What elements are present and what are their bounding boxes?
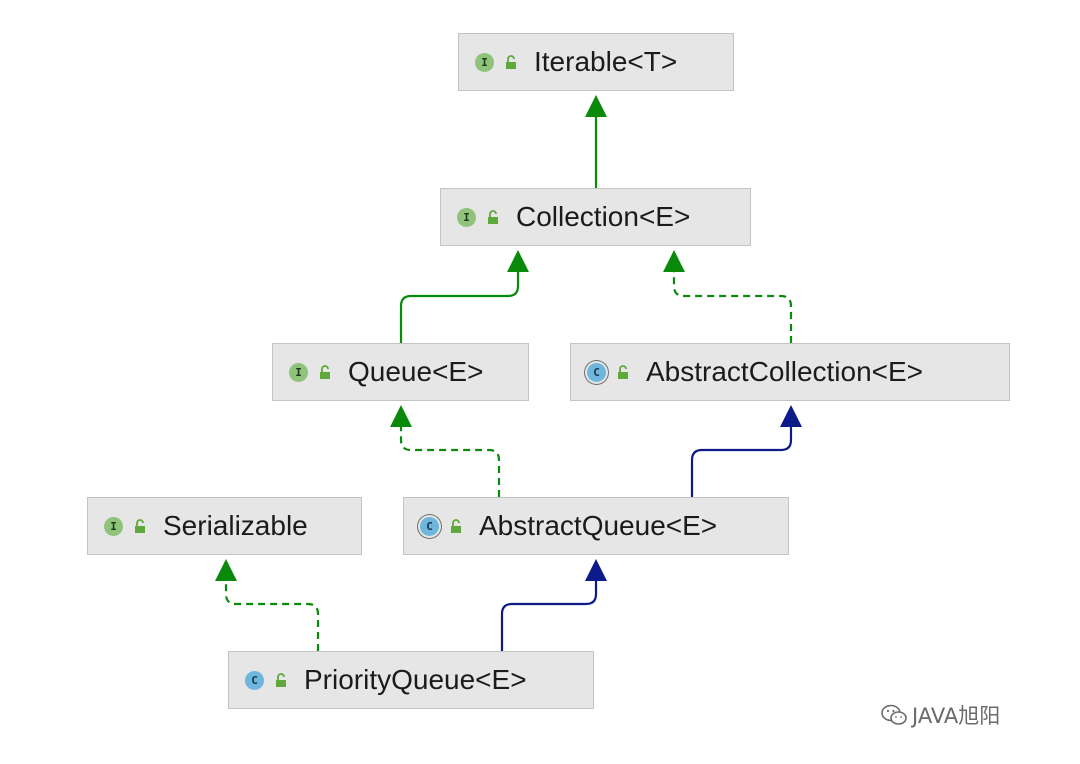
node-iterable[interactable]: I Iterable<T>	[458, 33, 734, 91]
wechat-icon	[881, 704, 907, 725]
interface-icon: I	[457, 207, 476, 227]
node-abstract-queue[interactable]: C AbstractQueue<E>	[403, 497, 789, 555]
lock-icon	[320, 365, 330, 379]
arrowhead-priority-queue-to-serializable	[215, 559, 237, 581]
lock-icon	[506, 55, 516, 69]
lock-icon	[488, 210, 498, 224]
lock-icon	[618, 365, 628, 379]
abstract-class-icon: C	[420, 516, 439, 536]
arrowhead-abstract-queue-to-queue	[390, 405, 412, 427]
watermark-text: JAVA旭阳	[912, 704, 1001, 728]
lock-icon	[135, 519, 145, 533]
edge-priority-queue-to-abstract-queue	[500, 581, 598, 651]
interface-icon: I	[104, 516, 123, 536]
lock-icon	[276, 673, 286, 687]
class-icon: C	[245, 670, 264, 690]
arrowhead-abstract-collection-to-collection	[663, 250, 685, 272]
node-label: AbstractQueue<E>	[479, 510, 718, 541]
arrowhead-collection-to-iterable	[585, 95, 607, 117]
interface-icon: I	[475, 52, 494, 72]
lock-icon	[451, 519, 461, 533]
arrowhead-queue-to-collection	[507, 250, 529, 272]
node-queue[interactable]: I Queue<E>	[272, 343, 529, 401]
arrowhead-abstract-queue-to-abstract-collection	[780, 405, 802, 427]
edge-queue-to-collection	[399, 272, 520, 343]
node-label: Queue<E>	[348, 356, 484, 387]
edge-abstract-collection-to-collection	[672, 272, 793, 343]
node-label: Serializable	[163, 510, 308, 541]
node-serializable[interactable]: I Serializable	[87, 497, 362, 555]
node-label: PriorityQueue<E>	[304, 664, 527, 695]
abstract-class-icon: C	[587, 362, 606, 382]
edge-priority-queue-to-serializable	[224, 581, 320, 651]
arrowhead-priority-queue-to-abstract-queue	[585, 559, 607, 581]
node-abstract-collection[interactable]: C AbstractCollection<E>	[570, 343, 1010, 401]
node-collection[interactable]: I Collection<E>	[440, 188, 751, 246]
edge-abstract-queue-to-abstract-collection	[690, 427, 793, 497]
node-label: Collection<E>	[516, 201, 691, 232]
node-label: AbstractCollection<E>	[646, 356, 924, 387]
watermark: JAVA旭阳	[880, 700, 1000, 730]
interface-icon: I	[289, 362, 308, 382]
node-priority-queue[interactable]: C PriorityQueue<E>	[228, 651, 594, 709]
edge-abstract-queue-to-queue	[399, 427, 501, 497]
node-label: Iterable<T>	[534, 46, 678, 77]
